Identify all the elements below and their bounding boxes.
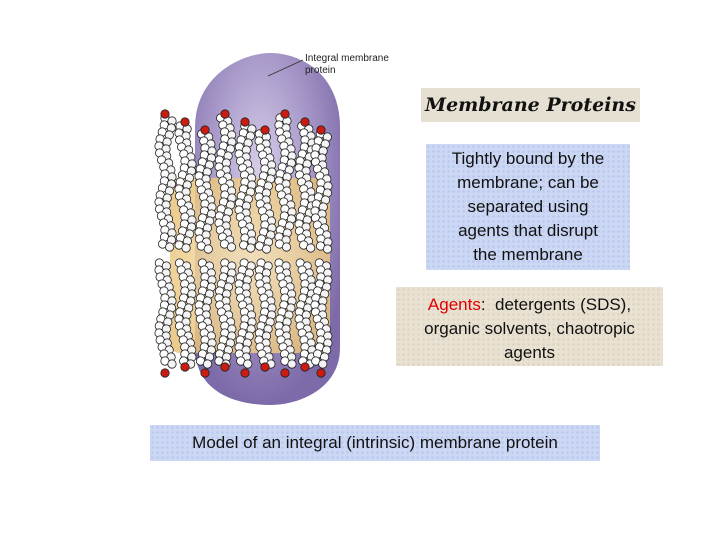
lipid-atom (200, 368, 210, 378)
lipid-atom (240, 117, 250, 127)
lipid-atom (165, 242, 175, 252)
lipid-atom (202, 359, 213, 369)
membrane-protein-illustration (154, 53, 340, 405)
description-line: agents that disrupt (458, 221, 598, 240)
figure-label-line2: protein (305, 65, 336, 76)
caption-box: Model of an integral (intrinsic) membran… (150, 425, 600, 461)
lipid-atom (181, 243, 191, 253)
lipid-atom (226, 242, 237, 252)
title-box: Membrane Proteins (421, 88, 640, 122)
lipid-atom (220, 362, 230, 372)
lipid-atom (160, 109, 170, 119)
lipid-atom (287, 359, 297, 369)
lipid-atom (316, 368, 326, 378)
figure-label: Integral membrane protein (305, 53, 415, 77)
description-line: membrane; can be (457, 173, 599, 192)
agents-line2: organic solvents, chaotropic (424, 319, 635, 338)
description-box: Tightly bound by the membrane; can be se… (426, 144, 630, 270)
lipid-atom (260, 362, 270, 372)
lipid-atom (280, 109, 290, 119)
lipid-chains (154, 109, 333, 378)
lipid-atom (200, 125, 210, 135)
description-line: the membrane (473, 245, 583, 264)
agents-keyword: Agents (427, 295, 481, 314)
lipid-atom (220, 109, 230, 119)
lipid-atom (240, 368, 250, 378)
description-text: Tightly bound by the membrane; can be se… (452, 147, 604, 267)
lipid-atom (316, 125, 326, 135)
lipid-atom (261, 244, 272, 254)
lipid-atom (203, 244, 213, 254)
lipid-atom (318, 359, 328, 369)
slide-title: Membrane Proteins (425, 94, 636, 116)
lipid-atom (280, 368, 290, 378)
lipid-atom (260, 125, 270, 135)
lipid-atom (180, 362, 190, 372)
caption-prefix: Model of an (192, 433, 286, 452)
agents-line1: Agents: detergents (SDS), (396, 293, 663, 317)
description-line: Tightly bound by the (451, 149, 605, 168)
membrane-protein-figure (150, 48, 420, 408)
agents-line3: agents (503, 343, 556, 362)
lipid-atom (246, 243, 256, 253)
agents-line1-rest: : detergents (SDS), (480, 295, 632, 314)
lipid-atom (243, 359, 253, 369)
lipid-atom (167, 359, 177, 369)
caption-suffix: membrane protein (415, 433, 558, 452)
lipid-atom (322, 244, 333, 254)
caption-text: Model of an integral (intrinsic) membran… (192, 433, 558, 453)
lipid-atom (281, 242, 292, 252)
lipid-atom (306, 243, 316, 253)
lipid-atom (160, 368, 170, 378)
description-line: separated using (467, 197, 589, 216)
lipid-atom (180, 117, 190, 127)
caption-highlight: integral (intrinsic) (285, 433, 416, 452)
lipid-atom (300, 362, 310, 372)
agents-box: Agents: detergents (SDS), organic solven… (396, 287, 663, 366)
label-leader-line (267, 59, 304, 77)
figure-label-line1: Integral membrane (305, 53, 389, 64)
lipid-atom (300, 117, 310, 127)
